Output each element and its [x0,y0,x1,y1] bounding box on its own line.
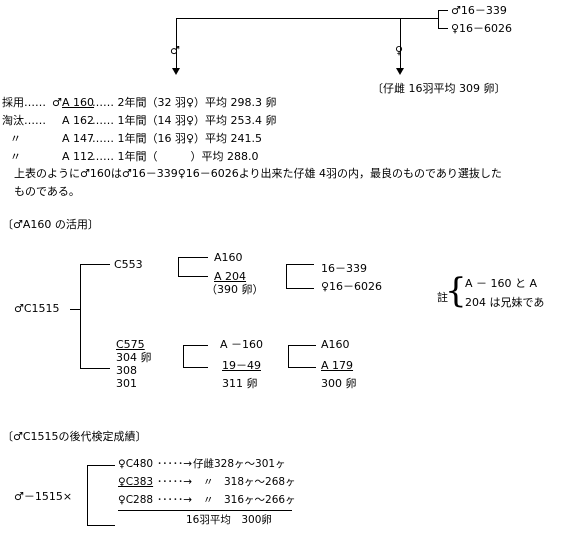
row1-text: …… 2年間（32 羽♀）平均 298.3 卵 [92,96,277,109]
note-brace: { [445,271,467,311]
a160-label: A160 [214,251,243,264]
progeny-row3-dam: ♀C288 [118,494,154,506]
progeny-row1-dam: ♀C480 [118,458,154,470]
a204-parent-dam-line [286,288,314,289]
row4-text: …… 1年間（ ）平均 288.0 [92,150,259,163]
eggs-311: 311 卵 [222,377,258,390]
row1-sym: ♂ [52,96,62,109]
grandsire-16-339: 16－339 [321,262,367,275]
paragraph-line1: 上表のように♂160は♂16－339♀16－6026より出来た仔雄 4羽の内，最… [14,167,502,180]
usage-root-connector [70,309,80,310]
progeny-summary: 16羽平均 300卵 [186,514,272,526]
granddam-16-6026: ♀16－6026 [321,280,383,293]
progeny-row2-arrow: ･････→ [157,476,193,488]
eggs-300: 300 卵 [321,377,357,390]
c553-parent-a160-line [178,257,208,258]
female-arrow-shaft [400,58,401,70]
female-average-label: 〔仔雌 16羽平均 309 卵〕 [372,82,506,95]
progeny-root: ♂－1515× [14,490,73,503]
usage-branch-c575 [80,368,110,369]
progeny-row1-arrow: ･････→ [157,458,193,470]
eggs-304: 304 卵 [116,351,152,364]
female-symbol: ♀ [395,44,404,57]
row1-id: A 160 [62,96,95,109]
male-arrow-shaft [176,58,177,70]
top-tree-vline-left [176,18,177,58]
c553-parents-vline [178,257,179,276]
a204-parent-sire-line [286,264,314,265]
note-line2: 204 は兄妹であ [465,296,545,309]
row3-label: 〃 [10,132,21,145]
progeny-row1-result: 仔雌328ヶ～301ヶ [193,458,286,470]
row2-id: A 162 [62,114,95,127]
ab-parents-vline [288,345,289,367]
row4-id: A 112 [62,150,95,163]
row2-label: 淘汰…… [2,114,46,127]
ab-parent-dam-line [288,367,316,368]
usage-heading: 〔♂A160 の活用〕 [2,218,99,231]
a204-parents-vline [286,264,287,288]
row3-id: A 147 [62,132,95,145]
ab-19-49-label: 19－49 [222,359,261,372]
row3-text: …… 1年間（16 羽♀）平均 241.5 [92,132,263,145]
c553-label: C553 [114,258,143,271]
eggs-301: 301 [116,377,137,390]
progeny-row3-result: 〃 316ヶ～266ヶ [203,494,296,506]
progeny-row2-result: 〃 318ヶ～268ヶ [203,476,296,488]
female-arrow-head [396,68,404,75]
c553-parent-a204-line [178,276,208,277]
male-arrow-head [172,68,180,75]
progeny-row3-arrow: ･････→ [157,494,193,506]
progeny-branch-bottom [87,525,115,526]
usage-root-vline [80,264,81,368]
progeny-branch-1 [87,465,115,466]
top-tree-vline-parents [438,10,439,28]
usage-root: ♂C1515 [14,302,60,315]
dam-top-label: ♀16－6026 [451,22,513,35]
paragraph-line2: ものである。 [14,185,80,198]
c575-label: C575 [116,338,145,351]
progeny-heading: 〔♂C1515の後代検定成績〕 [2,430,147,443]
eggs-308: 308 [116,364,137,377]
a204-eggs: （390 卵） [206,283,264,296]
c575-parent-sire-line [183,345,208,346]
top-tree-branch-sire [438,10,448,11]
c575-parent-dam-line [183,367,208,368]
male-symbol: ♂ [170,44,180,57]
top-tree-branch-dam [438,28,448,29]
top-tree-vline-right [400,18,401,58]
usage-branch-c553 [80,264,110,265]
top-tree-hline [176,18,438,19]
ab-parent-sire-line [288,345,316,346]
note-line1: A － 160 と A [465,277,538,290]
c575-parents-vline [183,345,184,367]
a160c-label: A160 [321,338,350,351]
progeny-summary-rule [118,510,292,511]
row4-label: 〃 [10,150,21,163]
row2-text: …… 1年間（14 羽♀）平均 253.4 卵 [92,114,277,127]
a204-label: A 204 [214,270,247,283]
sire-top-label: ♂16－339 [451,4,507,17]
a179-label: A 179 [321,359,354,372]
row1-label: 採用…… [2,96,46,109]
progeny-vline [87,465,88,525]
progeny-row2-dam: ♀C383 [118,476,154,488]
a160b-label: A －160 [220,338,264,351]
note-label: 註 [437,291,448,304]
